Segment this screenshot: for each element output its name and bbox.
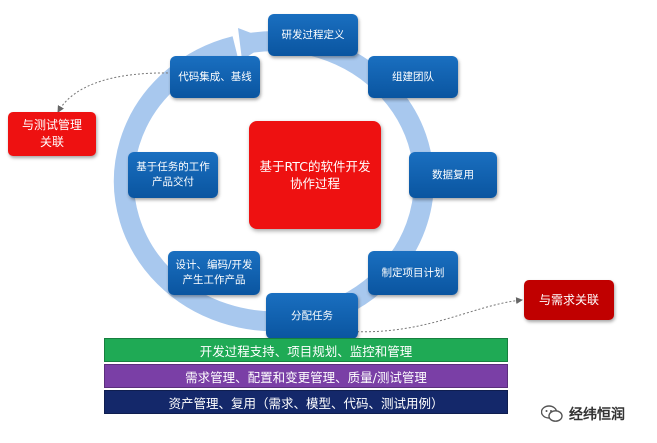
- bar-requirements-config: 需求管理、配置和变更管理、质量/测试管理: [104, 364, 508, 388]
- center-label-line: 协作过程: [289, 176, 340, 191]
- step-label: 制定项目计划: [381, 266, 445, 279]
- requirements-link-box: 与需求关联: [524, 280, 614, 320]
- test-link-line: 与测试管理: [21, 118, 82, 132]
- center-process-box: 基于RTC的软件开发 协作过程: [249, 121, 381, 229]
- step-label: 基于任务的工作 产品交付: [136, 160, 210, 190]
- step-task-delivery: 基于任务的工作 产品交付: [128, 152, 218, 198]
- center-label-line: 基于RTC的软件开发: [259, 159, 371, 174]
- step-label-line: 产品交付: [152, 176, 194, 188]
- step-label: 研发过程定义: [281, 28, 345, 41]
- step-dev-process-definition: 研发过程定义: [268, 14, 358, 56]
- test-management-link-box: 与测试管理 关联: [8, 112, 96, 156]
- watermark: 经纬恒润: [541, 399, 625, 429]
- step-label-line: 基于任务的工作: [136, 161, 210, 173]
- step-label-line: 设计、编码/开发: [175, 259, 253, 271]
- test-link-line: 关联: [39, 135, 64, 149]
- step-assign-tasks: 分配任务: [266, 293, 358, 339]
- step-design-code: 设计、编码/开发 产生工作产品: [168, 251, 260, 295]
- step-label-line: 产生工作产品: [182, 274, 246, 286]
- step-label: 设计、编码/开发 产生工作产品: [175, 258, 252, 288]
- step-code-integration: 代码集成、基线: [170, 56, 260, 98]
- cycle-arrow-icon: [238, 28, 272, 60]
- step-label: 代码集成、基线: [178, 70, 252, 83]
- bar-dev-process-support: 开发过程支持、项目规划、监控和管理: [104, 338, 508, 362]
- test-link-connector: [57, 72, 173, 113]
- step-label: 数据复用: [432, 168, 474, 181]
- step-project-plan: 制定项目计划: [368, 251, 458, 295]
- step-build-team: 组建团队: [368, 56, 458, 98]
- bar-label: 需求管理、配置和变更管理、质量/测试管理: [185, 369, 427, 385]
- watermark-text: 经纬恒润: [569, 407, 625, 423]
- req-link-label: 与需求关联: [538, 292, 599, 307]
- bar-label: 开发过程支持、项目规划、监控和管理: [199, 343, 413, 359]
- wechat-icon: [541, 405, 563, 422]
- step-data-reuse: 数据复用: [409, 152, 497, 198]
- step-label: 分配任务: [291, 309, 333, 322]
- bar-asset-reuse: 资产管理、复用（需求、模型、代码、测试用例）: [104, 390, 508, 414]
- center-label: 基于RTC的软件开发 协作过程: [260, 158, 371, 192]
- req-link-connector: [332, 297, 523, 333]
- step-label: 组建团队: [392, 70, 434, 83]
- test-link-label: 与测试管理 关联: [22, 117, 82, 151]
- bar-label: 资产管理、复用（需求、模型、代码、测试用例）: [168, 395, 444, 411]
